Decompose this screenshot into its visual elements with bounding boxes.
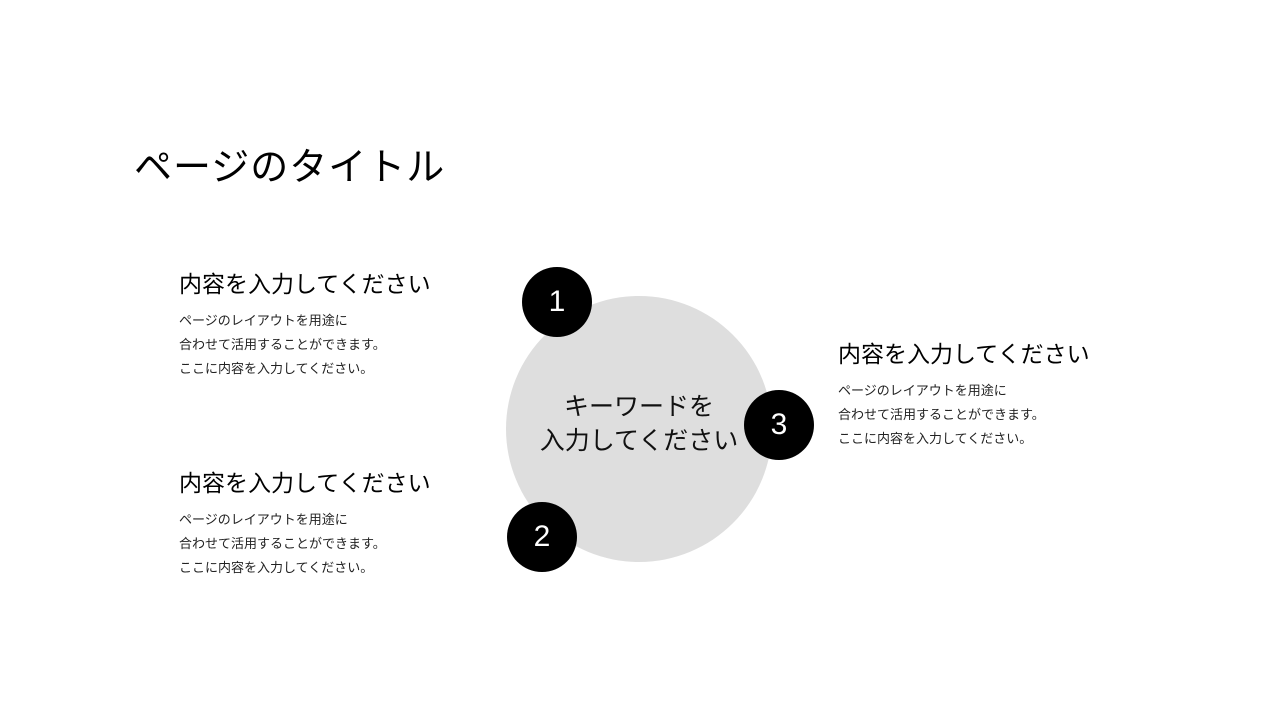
keyword-line-2: 入力してください — [539, 426, 739, 455]
number-badge-1: 1 — [522, 267, 592, 337]
block-body-line: ここに内容を入力してください。 — [179, 561, 374, 576]
block-heading: 内容を入力してください — [179, 272, 431, 298]
content-block-2: 内容を入力してください ページのレイアウトを用途に 合わせて活用することができま… — [179, 469, 479, 581]
block-body-line: 合わせて活用することができます。 — [179, 537, 386, 552]
block-body-line: ページのレイアウトを用途に — [179, 314, 348, 329]
keyword-line-1: キーワードを — [563, 392, 714, 421]
content-block-1: 内容を入力してください ページのレイアウトを用途に 合わせて活用することができま… — [179, 270, 479, 382]
block-body-line: ページのレイアウトを用途に — [838, 384, 1007, 399]
block-heading: 内容を入力してください — [179, 471, 431, 497]
block-body-line: 合わせて活用することができます。 — [179, 338, 386, 353]
block-body: ページのレイアウトを用途に 合わせて活用することができます。 ここに内容を入力し… — [179, 310, 479, 382]
block-body-line: ここに内容を入力してください。 — [838, 432, 1033, 447]
page-title: ページのタイトル — [134, 145, 446, 189]
number-badge-3: 3 — [744, 390, 814, 460]
block-body-line: ここに内容を入力してください。 — [179, 362, 374, 377]
number-badge-2: 2 — [507, 502, 577, 572]
center-keyword: キーワードを 入力してください — [506, 390, 772, 458]
block-heading: 内容を入力してください — [838, 342, 1090, 368]
block-body-line: ページのレイアウトを用途に — [179, 513, 348, 528]
block-body: ページのレイアウトを用途に 合わせて活用することができます。 ここに内容を入力し… — [838, 380, 1138, 452]
content-block-3: 内容を入力してください ページのレイアウトを用途に 合わせて活用することができま… — [838, 340, 1138, 452]
block-body-line: 合わせて活用することができます。 — [838, 408, 1045, 423]
block-body: ページのレイアウトを用途に 合わせて活用することができます。 ここに内容を入力し… — [179, 509, 479, 581]
